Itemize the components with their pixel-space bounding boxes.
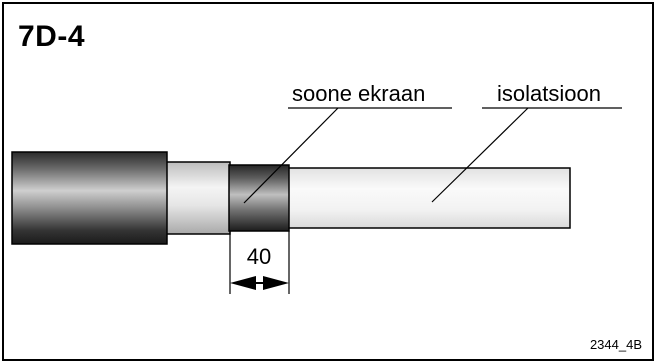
screen-section (228, 164, 290, 232)
screen-leader-line (243, 107, 339, 204)
outer-sheath-section (165, 161, 231, 235)
dimension-value: 40 (247, 244, 271, 269)
insulation-label: isolatsioon (497, 81, 601, 106)
dimension-arrow (230, 276, 289, 290)
insulation-section (287, 167, 571, 229)
cable-jacket-section (11, 151, 168, 245)
figure-title: 7D-4 (18, 20, 86, 53)
figure-code: 2344_4B (589, 337, 642, 352)
screen-label: soone ekraan (292, 81, 425, 106)
insulation-leader-line (431, 107, 529, 203)
